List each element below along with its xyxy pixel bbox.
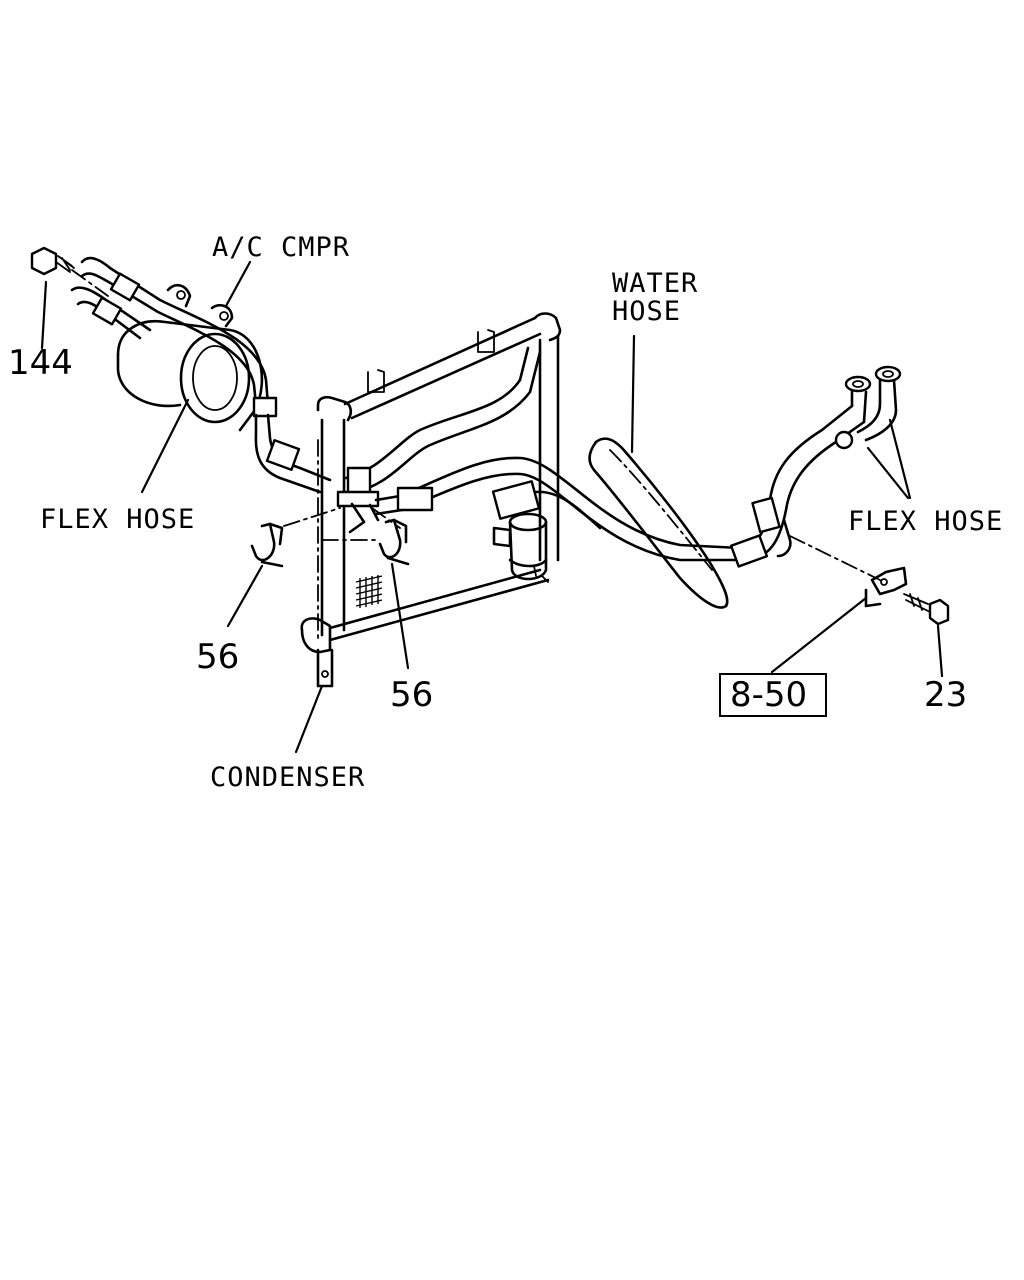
bolt-144 xyxy=(30,246,109,297)
receiver-drier xyxy=(492,512,549,583)
condenser-core xyxy=(300,312,562,688)
ac-compressor xyxy=(116,283,264,432)
water-hose-label-line2: HOSE xyxy=(612,296,681,327)
clip-56-center xyxy=(378,518,410,566)
callout-56-center: 56 xyxy=(390,675,433,715)
water-hose-label-line1: WATER xyxy=(612,268,698,299)
bolt-23 xyxy=(789,535,950,626)
reference-box-8-50[interactable]: 8-50 xyxy=(719,673,827,717)
reference-box-label: 8-50 xyxy=(730,675,807,715)
clip-right xyxy=(864,566,908,608)
ac-compressor-label: A/C CMPR xyxy=(212,232,350,263)
callout-23: 23 xyxy=(924,675,967,715)
right-hoses xyxy=(729,365,902,568)
callout-56-left: 56 xyxy=(196,637,239,677)
water-hose xyxy=(588,437,729,609)
callout-144: 144 xyxy=(8,343,73,383)
center-hoses xyxy=(374,456,742,562)
condenser-fin-grid xyxy=(355,575,383,608)
leader-lines xyxy=(40,260,944,754)
flex-hose-right-label: FLEX HOSE xyxy=(848,506,1003,537)
flex-hose-left-label: FLEX HOSE xyxy=(40,504,195,535)
clip-56-left xyxy=(250,522,284,568)
condenser-label: CONDENSER xyxy=(210,762,365,793)
upper-hoses xyxy=(70,256,332,494)
condenser-top-pipe xyxy=(336,346,542,534)
